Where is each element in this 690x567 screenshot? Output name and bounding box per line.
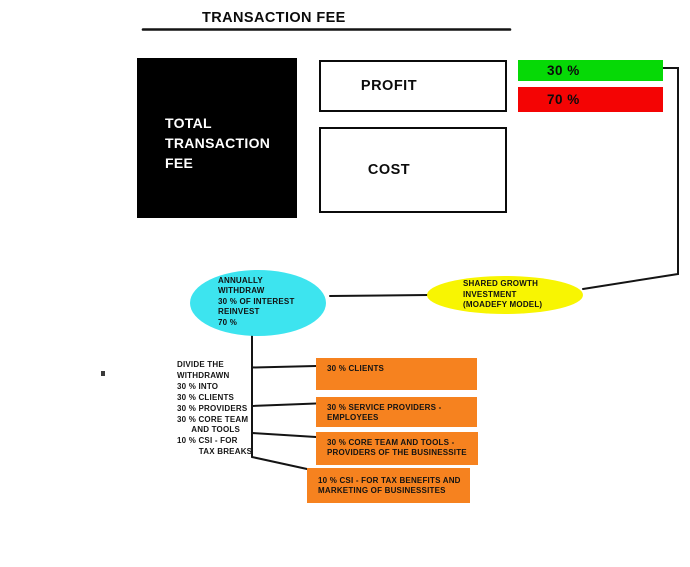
cost-percentage-bar: 70 % <box>518 87 663 112</box>
node-profit-label: PROFIT <box>360 78 418 94</box>
node-profit: PROFIT <box>319 60 507 112</box>
connector-shared-growth-to-annual <box>329 294 429 297</box>
node-total-transaction-fee: TOTAL TRANSACTION FEE <box>137 58 297 218</box>
node-cost-label: COST <box>367 162 411 178</box>
node-shared-growth-label: SHARED GROWTH INVESTMENT (MOADEFY MODEL) <box>463 279 543 310</box>
profit-percentage-bar: 30 % <box>518 60 663 81</box>
split-box-csi: 10 % CSI - FOR TAX BENEFITS AND MARKETIN… <box>307 468 470 503</box>
divide-withdrawn-note: DIVIDE THE WITHDRAWN 30 % INTO 30 % CLIE… <box>177 360 253 457</box>
node-shared-growth-ellipse: SHARED GROWTH INVESTMENT (MOADEFY MODEL) <box>427 276 583 314</box>
split-box-core-team-tools: 30 % CORE TEAM AND TOOLS - PROVIDERS OF … <box>316 432 478 465</box>
node-annual-withdraw-label: ANNUALLY WITHDRAW 30 % OF INTEREST REINV… <box>218 276 295 327</box>
connector-branch-core-team <box>251 432 317 438</box>
connector-green-to-shared-growth <box>582 67 679 290</box>
node-annual-withdraw-ellipse: ANNUALLY WITHDRAW 30 % OF INTEREST REINV… <box>190 270 326 336</box>
page-title: TRANSACTION FEE <box>202 10 346 26</box>
stray-dot-mark <box>101 371 105 376</box>
connector-branch-clients <box>251 365 317 369</box>
split-box-service-providers: 30 % SERVICE PROVIDERS - EMPLOYEES <box>316 397 477 427</box>
connector-branch-csi <box>251 456 308 470</box>
split-box-clients: 30 % CLIENTS <box>316 358 477 390</box>
connector-branch-service-providers <box>251 402 317 407</box>
node-cost: COST <box>319 127 507 213</box>
